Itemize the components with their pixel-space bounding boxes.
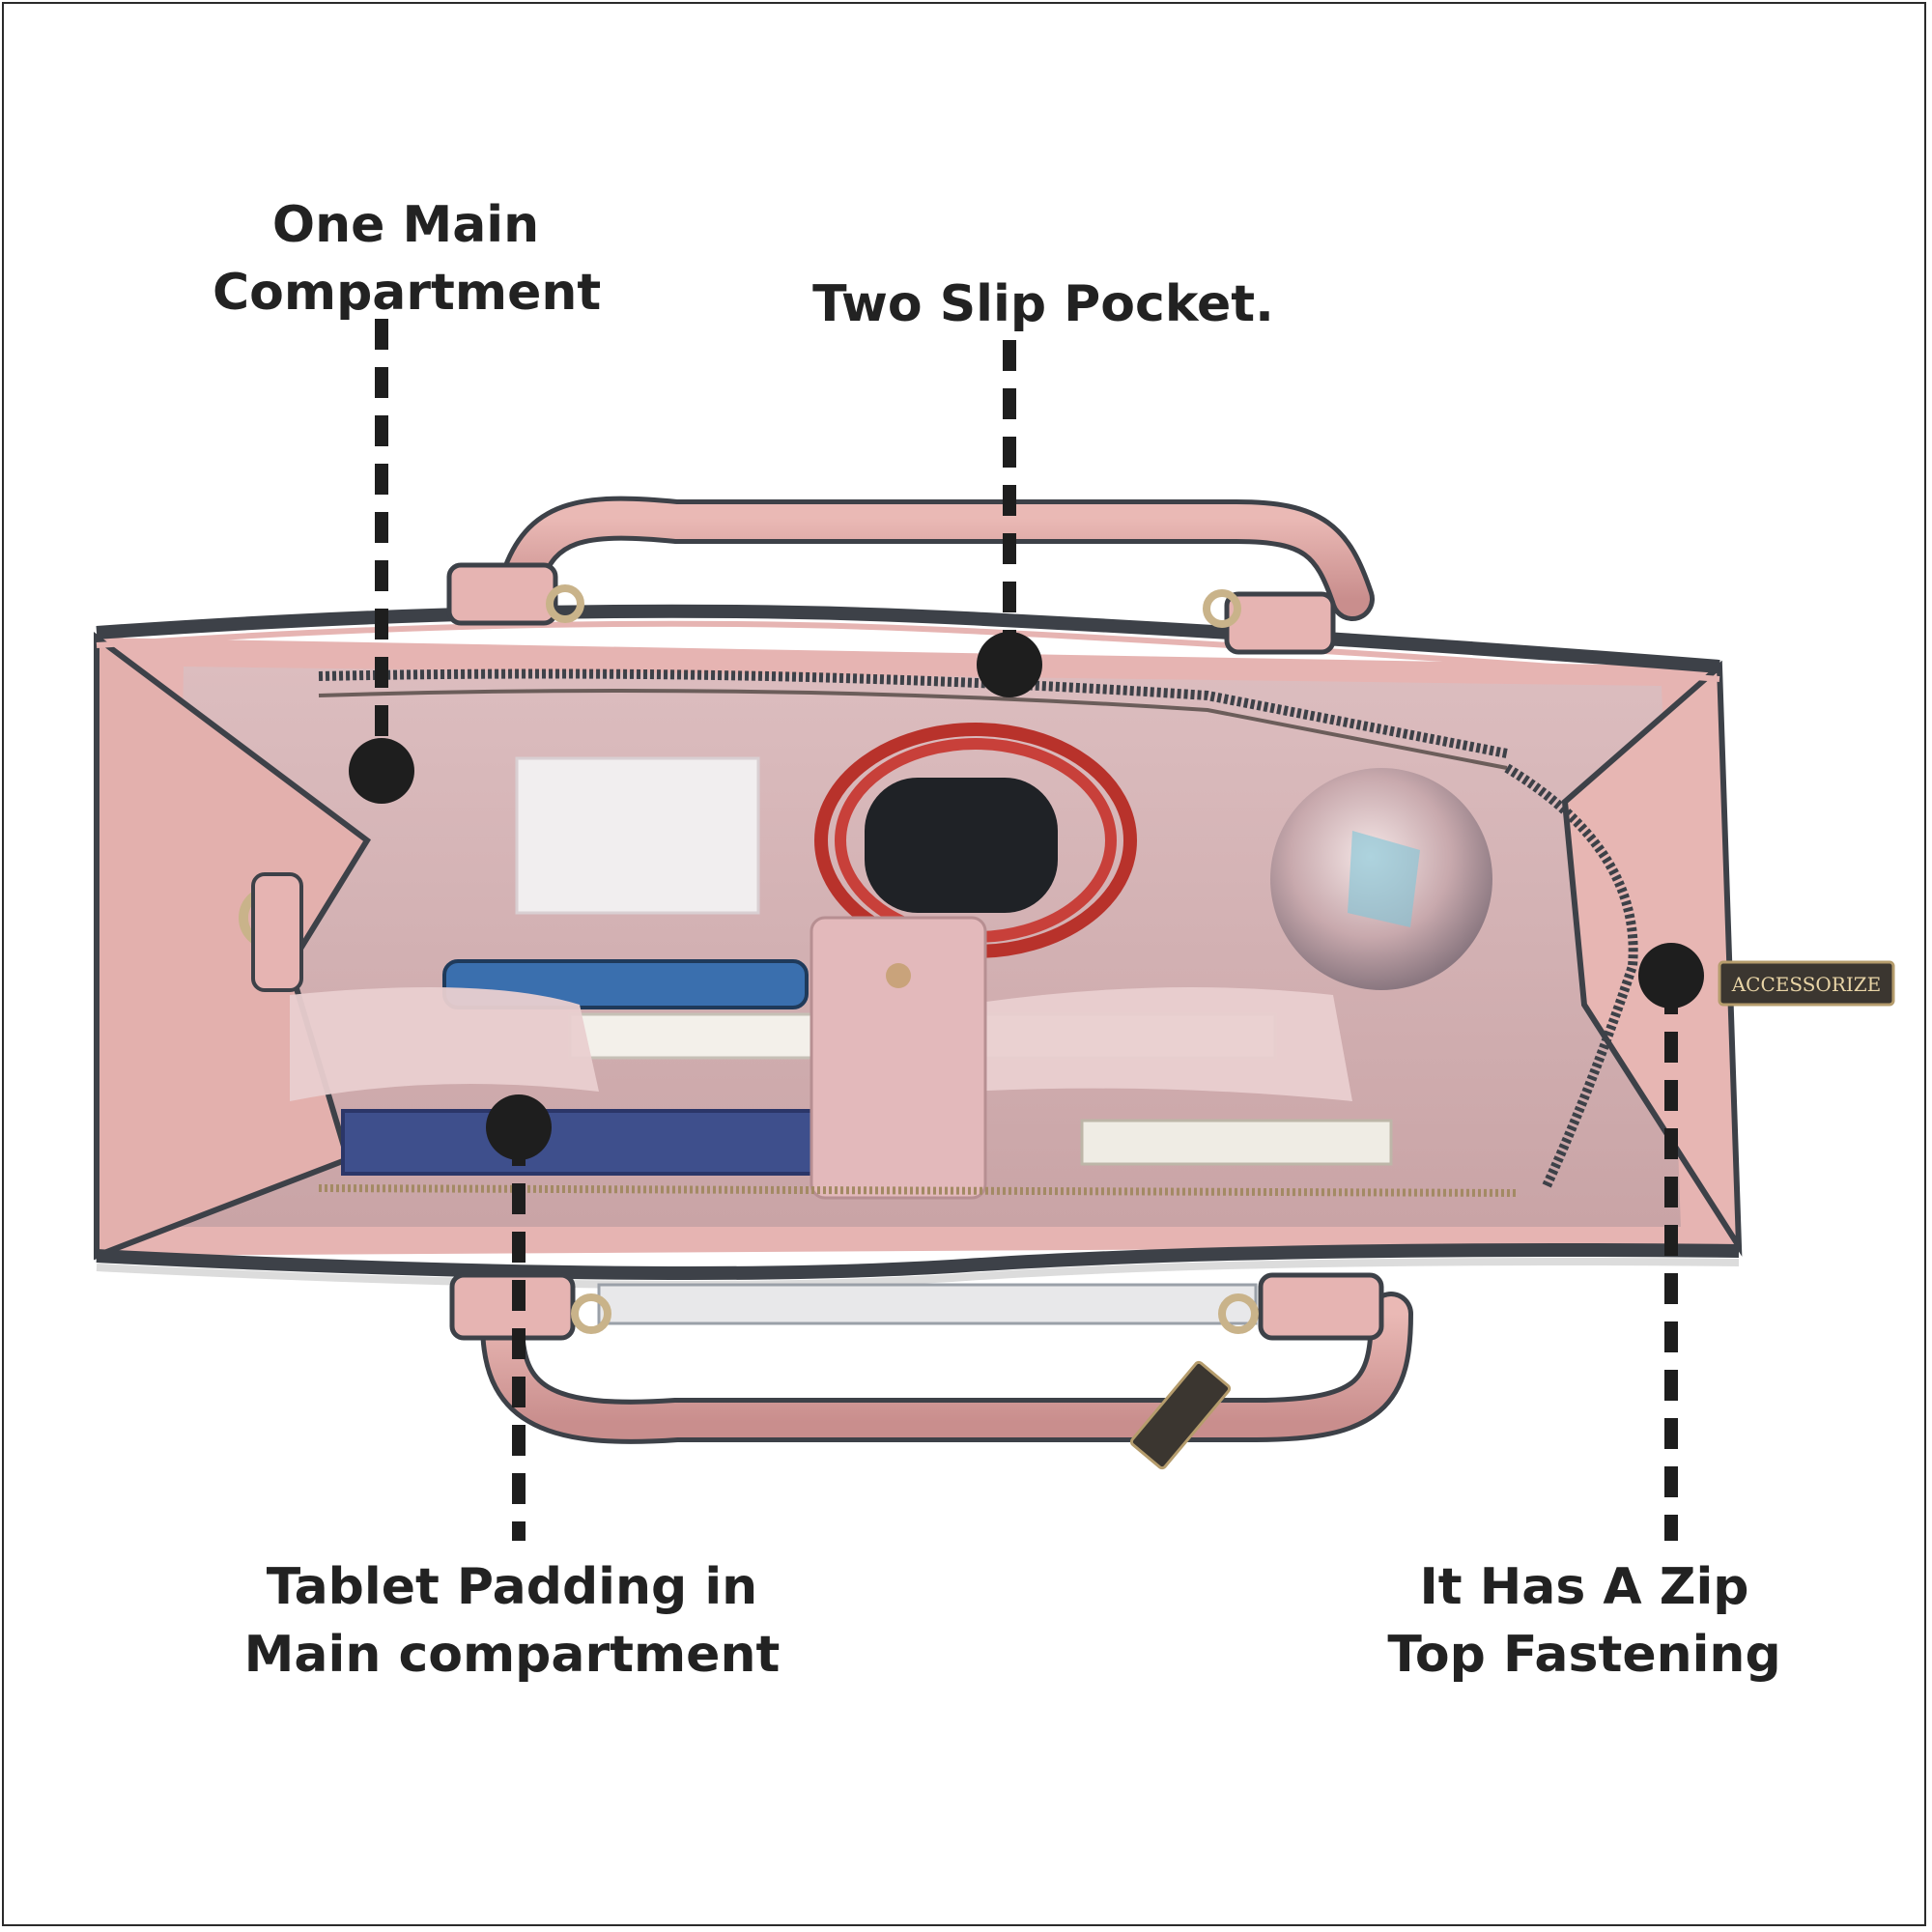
callout-zip-top: It Has A Zip Top Fastening — [1372, 1553, 1797, 1689]
callout-tablet-line1: Tablet Padding in — [266, 1558, 758, 1616]
marker-main — [349, 738, 414, 804]
marker-slip — [977, 632, 1042, 697]
callout-main-compartment: One Main Compartment — [213, 191, 602, 327]
brand-tag: ACCESSORIZE — [1718, 960, 1895, 1007]
callout-tablet-line2: Main compartment — [243, 1626, 781, 1684]
bag-contents — [290, 723, 1518, 1200]
callout-main-line2: Compartment — [213, 264, 602, 322]
back-zip-pocket — [318, 668, 1508, 770]
marker-zip — [1638, 943, 1704, 1009]
marker-tablet — [486, 1094, 552, 1160]
callout-zip-line1: It Has A Zip — [1419, 1558, 1749, 1616]
callout-leaders — [349, 319, 1704, 1541]
callout-tablet-padding: Tablet Padding in Main compartment — [242, 1553, 782, 1689]
brand-tag-text: ACCESSORIZE — [1731, 973, 1882, 996]
callout-slip-text: Two Slip Pocket. — [812, 275, 1274, 333]
callout-slip-pocket: Two Slip Pocket. — [811, 270, 1275, 338]
front-handle — [480, 1283, 1413, 1444]
handle-hardware — [239, 562, 1384, 1341]
callout-zip-line2: Top Fastening — [1387, 1626, 1781, 1684]
back-handle — [499, 496, 1375, 621]
callout-main-line1: One Main — [271, 196, 540, 254]
side-zip: ACCESSORIZE — [1504, 763, 1895, 1191]
front-brand-tag — [1129, 1360, 1232, 1470]
